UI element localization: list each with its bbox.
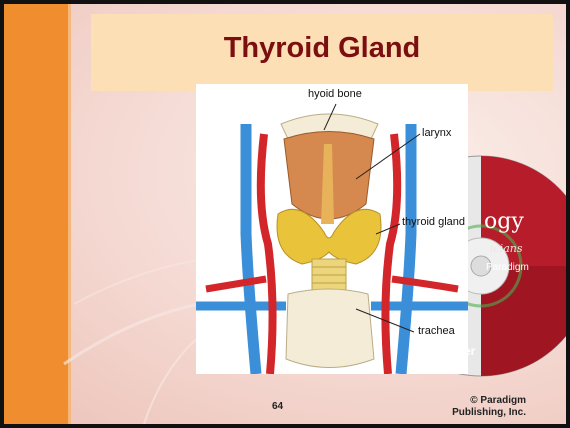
copyright-text: © Paradigm Publishing, Inc. xyxy=(416,395,526,419)
hyoid-bone-label: hyoid bone xyxy=(308,88,362,100)
cd-subtitle-text: icians xyxy=(490,242,522,255)
cd-title-text: ogy xyxy=(484,209,524,234)
thyroid-gland-label: thyroid gland xyxy=(402,216,465,228)
page-title: Thyroid Gland xyxy=(91,32,553,65)
cd-publisher-text: Paradigm xyxy=(486,262,529,273)
title-banner: Thyroid Gland xyxy=(91,14,553,91)
larynx-label: larynx xyxy=(422,127,451,139)
slide: Thyroid Gland ogy icians Paradigm er xyxy=(4,4,566,424)
thyroid-anatomy-figure: hyoid bone larynx thyroid gland trachea xyxy=(196,84,468,374)
page-number: 64 xyxy=(272,401,283,412)
trachea-label: trachea xyxy=(418,325,455,337)
